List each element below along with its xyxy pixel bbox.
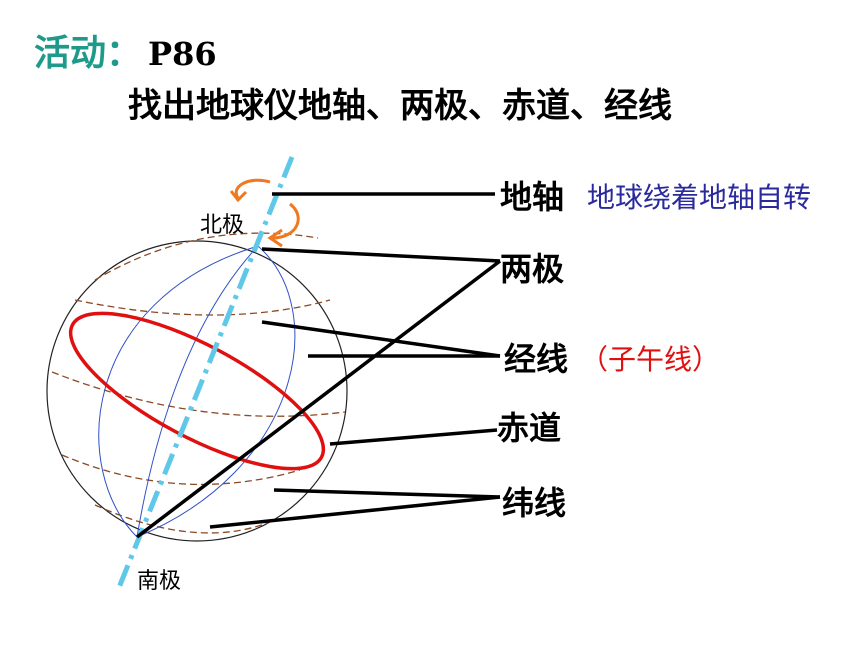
parallel-4 bbox=[61, 454, 301, 486]
task-subtitle: 找出地球仪地轴、两极、赤道、经线 bbox=[128, 86, 672, 126]
equator-ring bbox=[68, 311, 326, 471]
leader-south-pole bbox=[135, 259, 502, 539]
rotation-arrowhead-1 bbox=[229, 190, 248, 203]
globe-outline bbox=[46, 240, 348, 542]
south-pole-label: 南极 bbox=[137, 569, 182, 594]
meridian-note: （子午线） bbox=[580, 343, 721, 376]
parallel-label: 纬线 bbox=[502, 484, 567, 522]
leader-north-pole bbox=[261, 247, 501, 263]
page-number: P86 bbox=[148, 35, 217, 73]
meridian-1 bbox=[98, 245, 259, 538]
activity-label: 活动： bbox=[34, 33, 143, 74]
axis-label: 地轴 bbox=[500, 178, 565, 216]
leader-parallel-1 bbox=[273, 488, 501, 499]
meridian-label: 经线 bbox=[504, 340, 569, 378]
parallel-2 bbox=[74, 299, 331, 316]
north-pole-label: 北极 bbox=[200, 213, 245, 238]
rotation-arrowhead-2 bbox=[267, 228, 283, 248]
leader-parallel-2 bbox=[209, 495, 501, 529]
meridian-3 bbox=[136, 245, 296, 538]
leader-lines bbox=[135, 192, 502, 539]
rotation-arrow-icon bbox=[229, 178, 300, 248]
leader-equator bbox=[329, 428, 498, 446]
activity-title: 活动：P86 bbox=[34, 24, 217, 76]
rotation-arc-bottom bbox=[271, 202, 300, 240]
meridian-2 bbox=[136, 245, 259, 538]
axis-note: 地球绕着地轴自转 bbox=[587, 181, 812, 214]
equator-label: 赤道 bbox=[497, 409, 562, 447]
rotation-arc-top bbox=[234, 178, 271, 199]
leader-meridian-1 bbox=[261, 320, 501, 358]
parallel-1 bbox=[94, 232, 319, 281]
poles-label: 两极 bbox=[500, 250, 565, 288]
